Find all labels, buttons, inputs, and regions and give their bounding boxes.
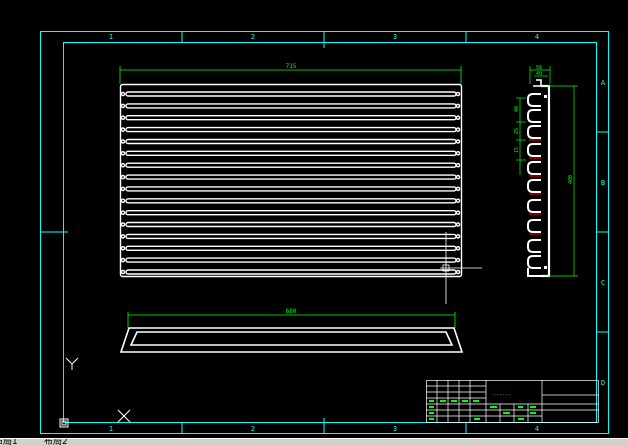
- side-dimensions: [516, 66, 578, 277]
- zone-row-a: A: [601, 79, 606, 87]
- title-block: [426, 380, 599, 423]
- zone-col-4-top: 4: [535, 33, 539, 41]
- slat-end-hole: [455, 257, 461, 263]
- side-tooth: [527, 125, 541, 139]
- slat-end-hole: [120, 257, 126, 263]
- slat-end-hole: [455, 162, 461, 168]
- zone-col-3-top: 3: [393, 33, 397, 41]
- side-tooth: [527, 255, 541, 269]
- ucs-icon: [59, 357, 131, 428]
- slat-end-hole: [455, 127, 461, 132]
- side-mark: [544, 95, 547, 98]
- slat-end-hole: [120, 222, 126, 227]
- slat-end-hole: [120, 186, 126, 192]
- front-view-slats: [120, 91, 461, 275]
- bottom-width-label: 680: [286, 308, 297, 315]
- slat-end-hole: [120, 174, 126, 180]
- drawing-frame: [40, 31, 609, 434]
- slat-end-hole: [120, 103, 126, 109]
- slat-end-hole: [455, 91, 461, 97]
- side-view-teeth: [527, 79, 551, 278]
- side-pitch-3-label: 15: [514, 147, 520, 153]
- side-tooth: [527, 219, 541, 233]
- side-tooth: [527, 239, 541, 253]
- slat-end-hole: [455, 115, 461, 120]
- side-tooth: [527, 199, 541, 213]
- bottom-view-profile[interactable]: [119, 327, 464, 353]
- zone-labels: 1 2 3 4 1 2 3 4 A B C D: [109, 33, 606, 433]
- side-tooth: [527, 179, 541, 193]
- slat-end-hole: [455, 139, 461, 144]
- front-width-label: 715: [286, 63, 297, 70]
- zone-col-4-bottom: 4: [535, 425, 539, 433]
- slat-end-hole: [455, 186, 461, 192]
- tab-layout-1[interactable]: 布局1: [0, 438, 18, 446]
- slat-end-hole: [455, 198, 461, 204]
- side-pitch-2-label: 25: [514, 128, 520, 134]
- side-tooth: [527, 109, 541, 123]
- zone-col-1-top: 1: [109, 33, 113, 41]
- side-bottom-cap: [527, 268, 541, 277]
- title-block-marks: [429, 400, 536, 420]
- zone-col-3-bottom: 3: [393, 425, 397, 433]
- slat-end-hole: [455, 150, 461, 156]
- side-inner-label: 40: [536, 71, 542, 77]
- zone-col-1-bottom: 1: [109, 425, 113, 433]
- slat-end-hole: [120, 115, 126, 120]
- slat-end-hole: [455, 210, 461, 215]
- slat-end-hole: [455, 269, 461, 275]
- side-pitch-1-label: 40: [514, 106, 520, 112]
- zone-col-2-bottom: 2: [251, 425, 255, 433]
- slat-end-hole: [120, 162, 126, 168]
- slat-end-hole: [455, 174, 461, 180]
- zone-row-b: B: [601, 179, 605, 187]
- side-mark: [544, 266, 547, 269]
- side-tooth: [527, 93, 541, 107]
- title-block-label: ------: [493, 392, 511, 398]
- front-width-dimension: [119, 66, 462, 84]
- front-view-panel[interactable]: [119, 83, 463, 278]
- slat-end-hole: [120, 127, 126, 132]
- side-view-profile[interactable]: [527, 79, 551, 278]
- slat-end-hole: [120, 139, 126, 144]
- slat-end-hole: [455, 103, 461, 109]
- zone-row-c: C: [601, 279, 605, 287]
- slat-end-hole: [120, 198, 126, 204]
- slat-end-hole: [120, 210, 126, 215]
- slat-end-hole: [455, 245, 461, 251]
- side-tooth: [527, 143, 541, 157]
- bottom-width-dimension: [127, 312, 456, 328]
- tab-layout-2[interactable]: 布局2: [44, 438, 68, 446]
- slat-end-hole: [120, 245, 126, 251]
- side-spine: [541, 84, 551, 278]
- slat-end-hole: [120, 150, 126, 156]
- side-height-label: 400: [568, 175, 574, 184]
- crosshair-cursor-icon: [440, 232, 482, 304]
- zone-col-2-top: 2: [251, 33, 255, 41]
- side-width-label: 58: [536, 65, 542, 71]
- slat-end-hole: [455, 222, 461, 227]
- layout-tab-bar: 布局1 布局2: [0, 438, 628, 446]
- slat-end-hole: [120, 234, 126, 239]
- slat-end-hole: [120, 269, 126, 275]
- side-top-cap: [533, 79, 542, 87]
- slat-end-hole: [120, 91, 126, 97]
- zone-row-d: D: [601, 379, 605, 387]
- slat-end-hole: [455, 234, 461, 239]
- side-tooth: [527, 161, 541, 175]
